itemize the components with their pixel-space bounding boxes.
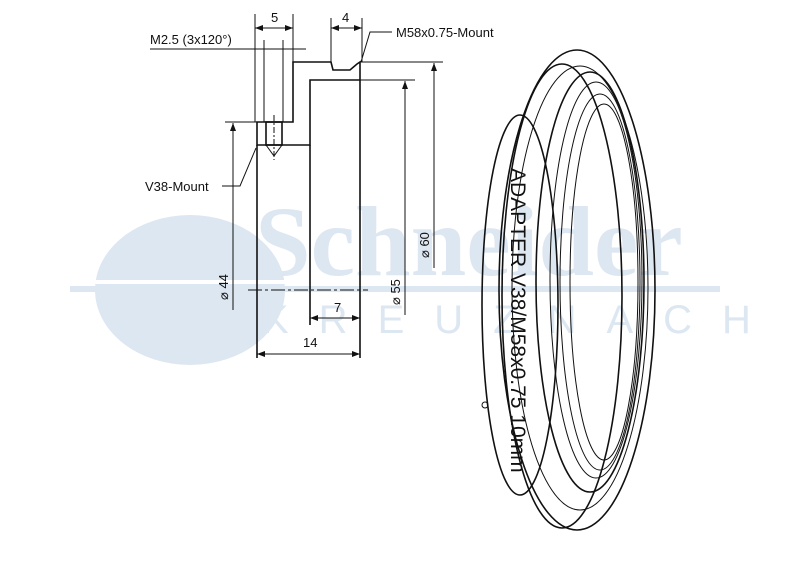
screw-hole-mark [481, 401, 489, 409]
dim-14: 14 [303, 335, 317, 350]
screw-label: M2.5 (3x120°) [150, 32, 232, 47]
thread-label: M58x0.75-Mount [396, 25, 494, 40]
hatched-section [256, 60, 361, 146]
dim-7: 7 [334, 300, 341, 315]
section-view: 5 4 M2.5 (3x120°) M58x0.75-Mount V38-Mou… [145, 10, 494, 358]
watermark-band [70, 286, 720, 292]
dim-dia60: ⌀ 60 [417, 232, 432, 258]
mount-leader [222, 147, 257, 187]
watermark-logo: Schneider KREUZNACH [70, 186, 751, 365]
dim-5: 5 [271, 10, 278, 25]
dim-dia55: ⌀ 55 [388, 279, 403, 305]
watermark-brand: Schneider [255, 186, 683, 297]
thread-leader [360, 31, 392, 63]
adapter-ring-illustration: ADAPTER V38/M58x0.75 10mm [481, 49, 656, 531]
dim-4: 4 [342, 10, 349, 25]
mount-label: V38-Mount [145, 179, 209, 194]
dim-dia44: ⌀ 44 [216, 274, 231, 300]
ring-engraving: ADAPTER V38/M58x0.75 10mm [506, 168, 529, 473]
